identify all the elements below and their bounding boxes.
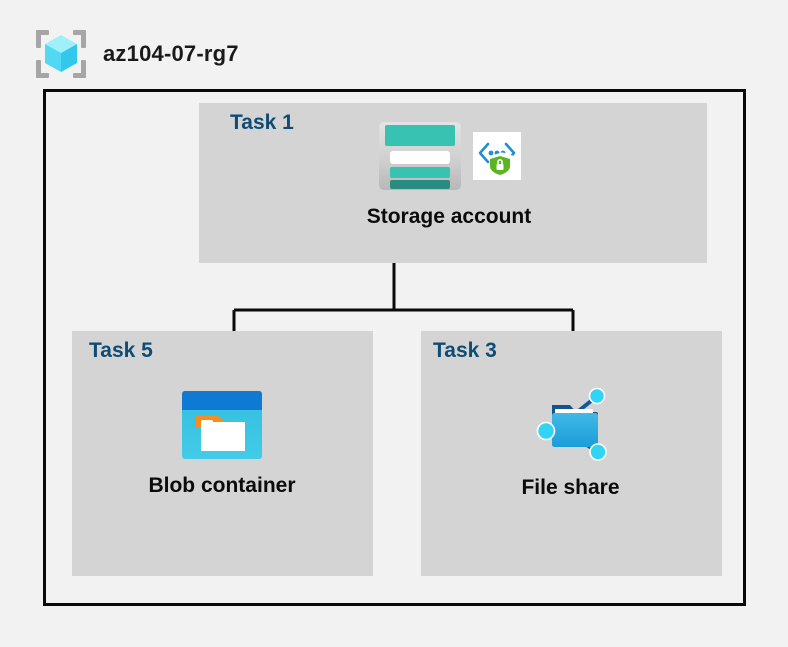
node-label-storage-account: Storage account [366,205,532,228]
panel-task1: Task 1 [199,103,707,263]
task-label-3: Task 3 [433,339,497,362]
node-blob-container: Blob container [102,389,342,498]
task-label-5: Task 5 [89,339,153,362]
task-label-1: Task 1 [230,111,294,134]
node-storage-account: Storage account [299,120,599,229]
panel-task3: Task 3 [421,331,722,576]
resource-group-header: az104-07-rg7 [33,26,239,82]
node-file-share: File share [453,383,688,500]
panel-task5: Task 5 Blob container [72,331,373,576]
secure-transfer-encryption-icon [473,132,521,185]
node-label-file-share: File share [521,476,620,499]
resource-group-icon [33,26,89,82]
storage-account-icon-row [377,120,521,197]
file-share-icon [528,383,614,468]
storage-account-icon [377,120,463,197]
blob-container-icon [180,389,264,466]
resource-group-title: az104-07-rg7 [103,41,239,66]
node-label-blob-container: Blob container [148,474,296,497]
resource-group-boundary [43,89,746,606]
